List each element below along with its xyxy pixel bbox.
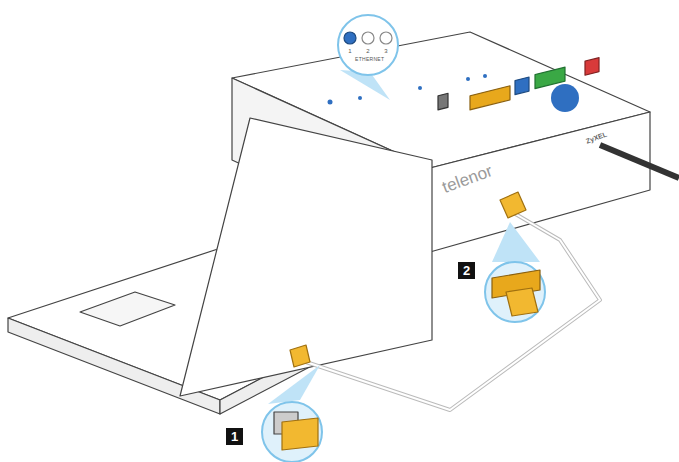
port-label: ETHERNET	[355, 57, 384, 62]
led-number: 1	[348, 48, 351, 54]
led-number: 2	[366, 48, 369, 54]
router-button	[551, 84, 579, 112]
laptop-screen	[180, 118, 432, 396]
callout-number: 1	[226, 428, 243, 445]
callout-number: 2	[458, 262, 475, 279]
router-front	[430, 112, 650, 252]
led-number: 3	[384, 48, 387, 54]
